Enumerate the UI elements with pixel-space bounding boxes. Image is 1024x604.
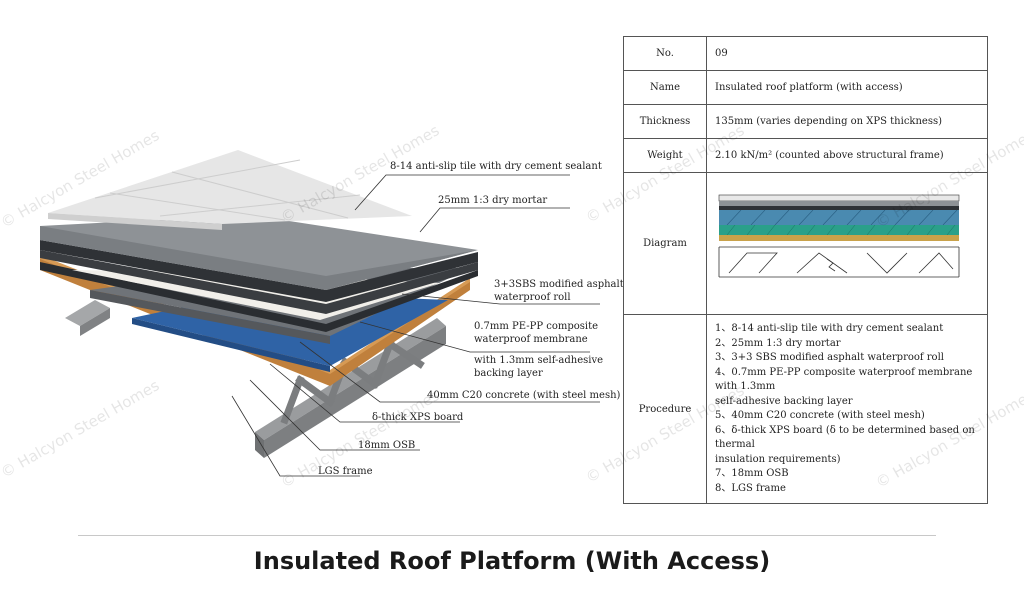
callout-xps: δ-thick XPS board <box>372 412 464 423</box>
thickness-value: 135mm (varies depending on XPS thickness… <box>706 104 988 139</box>
spec-table: No. 09 Name Insulated roof platform (wit… <box>623 36 988 504</box>
row-name: Name Insulated roof platform (with acces… <box>623 70 988 105</box>
name-value: Insulated roof platform (with access) <box>706 70 988 105</box>
callout-concrete: 40mm C20 concrete (with steel mesh) <box>427 390 621 401</box>
callout-membrane-line3: with 1.3mm self-adhesive <box>474 355 604 366</box>
procedure-item: 7、18mm OSB <box>715 468 789 479</box>
lgs-frame-steel <box>65 300 446 458</box>
procedure-label: Procedure <box>623 314 707 504</box>
procedure-item: 2、25mm 1:3 dry mortar <box>715 337 841 349</box>
procedure-item: 4、0.7mm PE-PP composite waterproof membr… <box>715 366 973 393</box>
procedure-list: 1、8-14 anti-slip tile with dry cement se… <box>715 322 979 496</box>
name-label: Name <box>623 70 707 105</box>
procedure-item: 8、LGS frame <box>715 482 786 494</box>
callout-osb: 18mm OSB <box>358 440 416 451</box>
callout-tile: 8-14 anti-slip tile with dry cement seal… <box>390 161 602 172</box>
procedure-cell: 1、8-14 anti-slip tile with dry cement se… <box>706 314 988 504</box>
row-no: No. 09 <box>623 36 988 71</box>
page-title: Insulated Roof Platform (With Access) <box>253 547 771 575</box>
thickness-label: Thickness <box>623 104 707 139</box>
diagram-cell <box>706 172 988 315</box>
callout-sbs-line2: waterproof roll <box>494 292 571 303</box>
mortar-layer <box>40 215 478 290</box>
leader-lines <box>231 174 600 477</box>
procedure-item: 3、3+3 SBS modified asphalt waterproof ro… <box>715 352 944 363</box>
callout-membrane-line2: waterproof membrane <box>474 334 588 345</box>
row-weight: Weight 2.10 kN/m² (counted above structu… <box>623 138 988 173</box>
procedure-item: insulation requirements) <box>715 453 841 465</box>
diagram-label: Diagram <box>623 172 707 315</box>
procedure-item: 1、8-14 anti-slip tile with dry cement se… <box>715 323 944 334</box>
weight-label: Weight <box>623 138 707 173</box>
row-procedure: Procedure 1、8-14 anti-slip tile with dry… <box>623 314 988 504</box>
roof-layer-illustration <box>40 150 600 477</box>
callout-membrane-line1: 0.7mm PE-PP composite <box>474 321 599 332</box>
tile-layer <box>48 150 412 230</box>
no-value: 09 <box>706 36 988 71</box>
callout-mortar: 25mm 1:3 dry mortar <box>438 195 548 206</box>
callout-membrane-line4: backing layer <box>474 368 543 379</box>
title-divider <box>78 535 936 536</box>
procedure-item: 5、40mm C20 concrete (with steel mesh) <box>715 410 925 421</box>
weight-value: 2.10 kN/m² (counted above structural fra… <box>706 138 988 173</box>
procedure-item: 6、δ-thick XPS board (δ to be determined … <box>715 424 975 451</box>
callout-sbs-line1: 3+3SBS modified asphalt <box>494 279 624 290</box>
callout-lgs: LGS frame <box>318 466 373 477</box>
osb-layer <box>40 255 470 386</box>
row-diagram: Diagram <box>623 172 988 315</box>
procedure-item: self-adhesive backing layer <box>715 395 853 407</box>
section-diagram <box>718 194 960 278</box>
no-label: No. <box>623 36 707 71</box>
row-thickness: Thickness 135mm (varies depending on XPS… <box>623 104 988 139</box>
